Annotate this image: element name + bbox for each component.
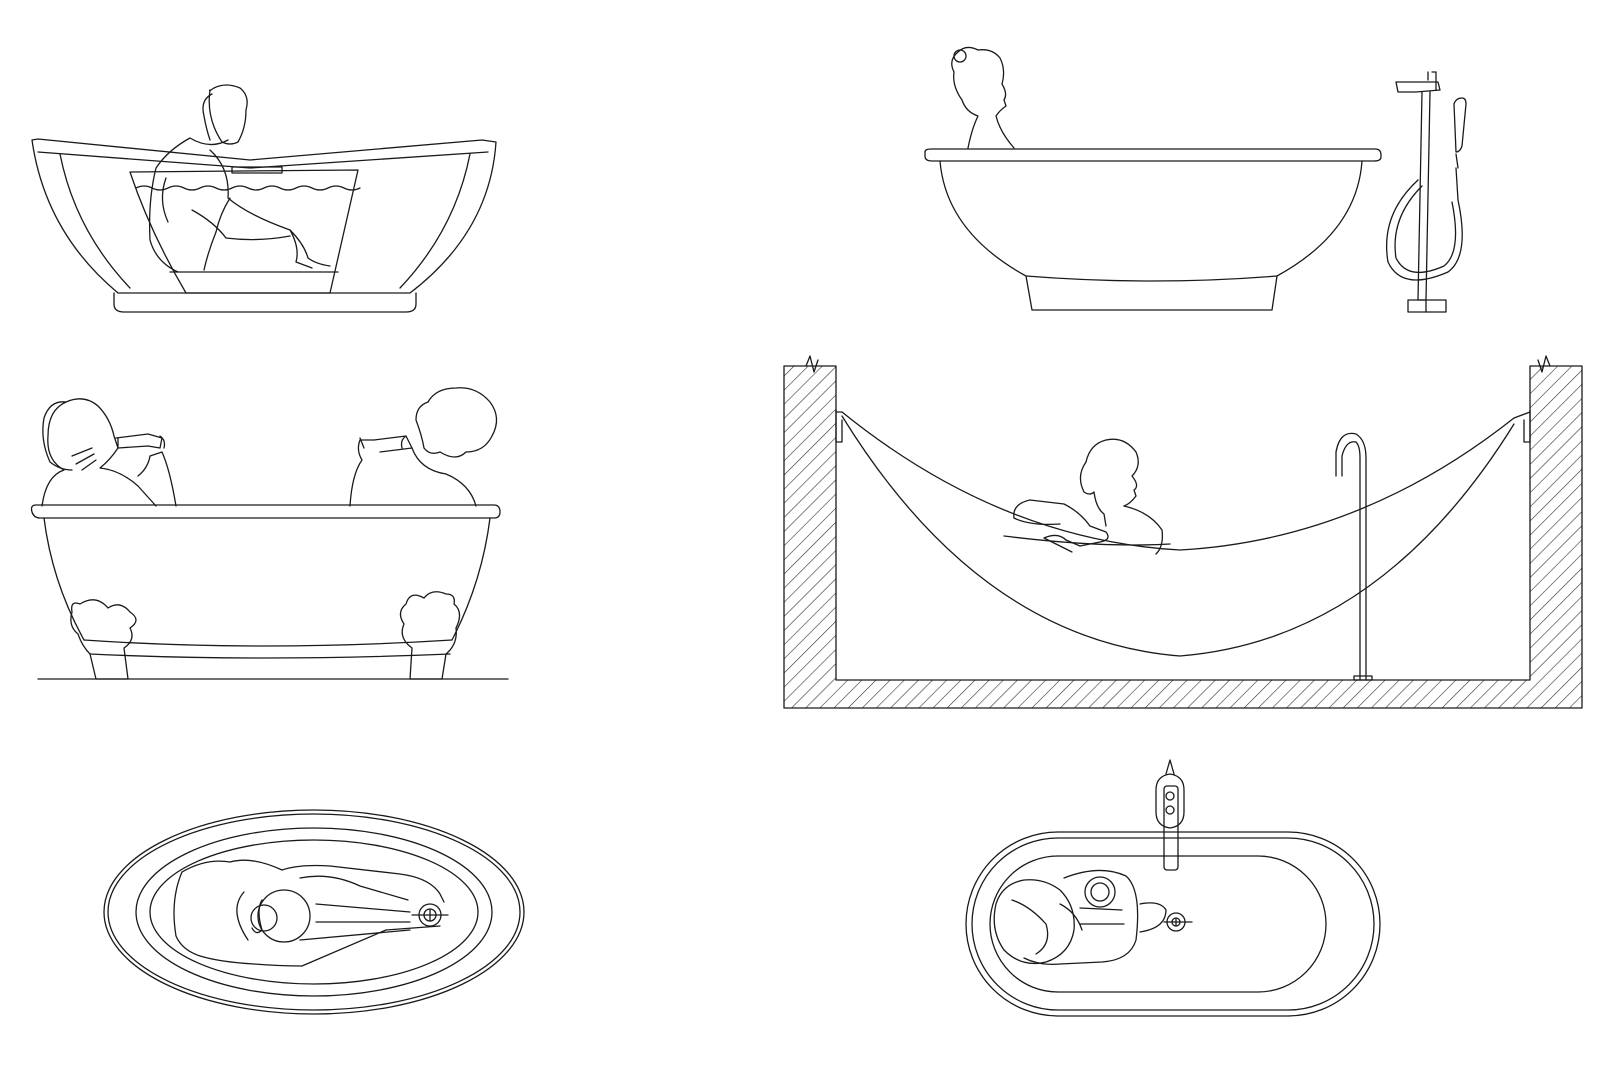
bather-topview-icon — [994, 870, 1166, 964]
bathtub-icon — [32, 505, 501, 658]
bather-silhouette-icon — [952, 47, 1014, 148]
wine-glass-icon — [118, 436, 165, 448]
water-line-icon — [136, 186, 360, 190]
bather-topview-icon — [174, 860, 444, 966]
bather-silhouette-icon — [150, 85, 330, 272]
wall-hatch-icon — [784, 366, 1582, 708]
oblong-tub-plan — [966, 760, 1380, 1016]
claw-foot-icon — [400, 592, 459, 679]
drain-icon — [1164, 913, 1192, 931]
double-slipper-tub-side — [32, 85, 496, 312]
drain-icon — [412, 904, 448, 926]
bather-silhouette-icon — [1014, 439, 1163, 554]
hammock-tub-icon — [836, 410, 1530, 656]
bather-silhouette-icon — [42, 399, 176, 506]
claw-foot-icon — [71, 600, 136, 679]
hand-shower-icon — [1387, 98, 1466, 280]
oval-tub-plan — [104, 810, 524, 1014]
bather-silhouette-icon — [350, 388, 497, 506]
bathtub-icon — [104, 810, 524, 1014]
hammock-tub-section — [784, 356, 1582, 708]
bathtub-icon — [32, 139, 496, 312]
wine-glass-icon — [360, 436, 406, 448]
bathtub-icon — [925, 149, 1381, 310]
round-freestanding-tub-side — [925, 47, 1466, 312]
gooseneck-faucet-icon — [1336, 433, 1372, 680]
floor-mixer-icon — [1396, 72, 1446, 312]
faucet-topview-icon — [1156, 760, 1184, 870]
clawfoot-tub-two-bathers-side — [32, 388, 509, 679]
bathtub-icon — [966, 832, 1380, 1016]
